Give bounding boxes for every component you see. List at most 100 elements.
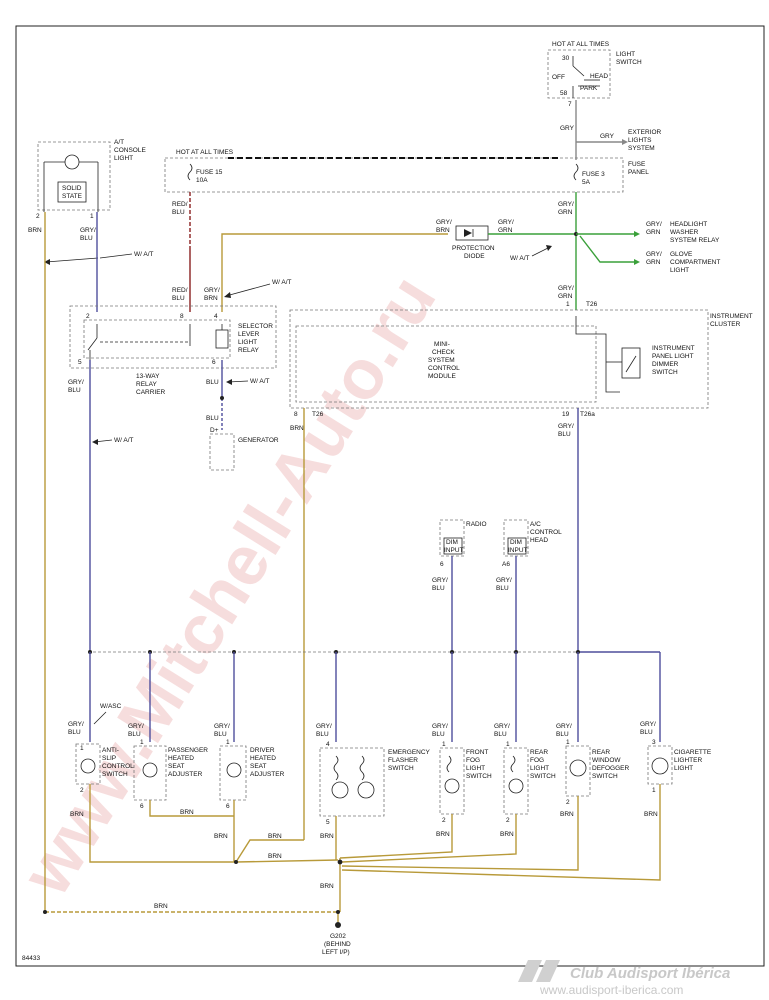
svg-text:SEAT: SEAT xyxy=(168,763,185,770)
svg-text:SLIP: SLIP xyxy=(102,755,116,762)
svg-text:13-WAY: 13-WAY xyxy=(136,373,160,380)
svg-text:1: 1 xyxy=(652,787,656,794)
svg-text:BRN: BRN xyxy=(436,831,450,838)
svg-text:SWITCH: SWITCH xyxy=(652,369,678,376)
svg-text:W/ASC: W/ASC xyxy=(100,703,122,710)
svg-text:GRY/: GRY/ xyxy=(496,577,512,584)
wire-label: BLU xyxy=(172,209,185,216)
svg-text:30: 30 xyxy=(562,55,570,62)
wire-label: BLU xyxy=(172,295,185,302)
svg-text:GRY/: GRY/ xyxy=(214,723,230,730)
svg-text:1: 1 xyxy=(80,745,84,752)
svg-text:EMERGENCY: EMERGENCY xyxy=(388,749,431,756)
light-switch: HOT AT ALL TIMES LIGHT SWITCH 30 58 OFF … xyxy=(547,41,642,108)
svg-text:6: 6 xyxy=(440,561,444,568)
relay-out-wat-note: W/ A/T xyxy=(92,437,134,445)
ground-wiring xyxy=(43,784,661,922)
lamp-icon xyxy=(357,781,375,799)
diode-wat-note: W/ A/T xyxy=(510,245,552,262)
headlight-washer-branch: GRY/ GRN HEADLIGHT WASHER SYSTEM RELAY xyxy=(576,221,720,244)
svg-text:7: 7 xyxy=(568,101,572,108)
svg-text:ADJUSTER: ADJUSTER xyxy=(168,771,203,778)
svg-text:GRY: GRY xyxy=(600,133,615,140)
driver-heated-seat-adjuster: GRY/ BLU 1 DRIVER HEATED SEAT ADJUSTER 6 xyxy=(214,723,285,810)
svg-text:1: 1 xyxy=(140,739,144,746)
svg-text:W/ A/T: W/ A/T xyxy=(250,378,270,385)
svg-text:5: 5 xyxy=(78,359,82,366)
console-light: A/T CONSOLE LIGHT SOLID STATE 2 1 BRN GR… xyxy=(28,139,146,242)
svg-text:SYSTEM RELAY: SYSTEM RELAY xyxy=(670,237,720,244)
wire-label: BRN xyxy=(268,833,282,840)
splice xyxy=(220,396,224,400)
svg-text:REAR: REAR xyxy=(592,749,610,756)
lamp-icon xyxy=(508,778,524,794)
lamp-icon xyxy=(142,762,158,778)
svg-text:4: 4 xyxy=(326,741,330,748)
svg-text:HEAD: HEAD xyxy=(590,73,608,80)
svg-text:PROTECTION: PROTECTION xyxy=(452,245,495,252)
svg-text:LIGHTS: LIGHTS xyxy=(628,137,652,144)
wire-grybrn xyxy=(221,233,448,312)
svg-text:6: 6 xyxy=(226,803,230,810)
svg-text:T26a: T26a xyxy=(580,411,595,418)
svg-text:GRY/: GRY/ xyxy=(498,219,514,226)
svg-text:BLU: BLU xyxy=(214,731,227,738)
svg-text:DIM: DIM xyxy=(510,539,522,546)
svg-text:SEAT: SEAT xyxy=(250,763,267,770)
svg-text:A/C: A/C xyxy=(530,521,541,528)
svg-text:CONSOLE: CONSOLE xyxy=(114,147,146,154)
svg-text:BLU: BLU xyxy=(206,415,219,422)
svg-text:BRN: BRN xyxy=(560,811,574,818)
svg-text:CONTROL: CONTROL xyxy=(530,529,562,536)
svg-text:DEFOGGER: DEFOGGER xyxy=(592,765,630,772)
svg-text:BRN: BRN xyxy=(70,811,84,818)
emergency-flasher-switch: GRY/ BLU 4 EMERGENCY FLASHER SWITCH 5 BR… xyxy=(316,723,431,840)
svg-text:T26: T26 xyxy=(586,301,598,308)
ground-g202: G202 (BEHIND LEFT I/P) xyxy=(322,922,351,956)
svg-text:EXTERIOR: EXTERIOR xyxy=(628,129,662,136)
svg-text:SWITCH: SWITCH xyxy=(530,773,556,780)
svg-text:58: 58 xyxy=(560,90,568,97)
wire-label: BRN xyxy=(204,295,218,302)
wire-label: GRY/ xyxy=(558,285,574,292)
svg-text:WINDOW: WINDOW xyxy=(592,757,621,764)
svg-text:GRY/: GRY/ xyxy=(494,723,510,730)
svg-text:3: 3 xyxy=(652,739,656,746)
svg-text:BLU: BLU xyxy=(494,731,507,738)
svg-text:LIGHT: LIGHT xyxy=(674,765,693,772)
svg-text:GRY/: GRY/ xyxy=(432,723,448,730)
wire-label: BRN xyxy=(268,853,282,860)
relay-wat-note: W/ A/T xyxy=(224,279,292,298)
svg-text:W/ A/T: W/ A/T xyxy=(272,279,292,286)
svg-text:GRN: GRN xyxy=(646,259,661,266)
svg-text:PANEL: PANEL xyxy=(628,169,649,176)
svg-text:SYSTEM: SYSTEM xyxy=(628,145,655,152)
svg-text:LIGHT: LIGHT xyxy=(466,765,485,772)
svg-text:2: 2 xyxy=(86,313,90,320)
svg-text:5: 5 xyxy=(326,819,330,826)
svg-text:GRY/: GRY/ xyxy=(80,227,96,234)
svg-text:DIODE: DIODE xyxy=(464,253,485,260)
instrument-cluster: INSTRUMENT CLUSTER T26 1 MINI- CHECK SYS… xyxy=(289,301,753,418)
wire-label: GRN xyxy=(558,293,573,300)
wire-label: BRN xyxy=(214,833,228,840)
svg-text:2: 2 xyxy=(442,817,446,824)
svg-text:HOT AT ALL TIMES: HOT AT ALL TIMES xyxy=(176,149,234,156)
wire-label: GRY/ xyxy=(204,287,220,294)
svg-text:GRY/: GRY/ xyxy=(436,219,452,226)
svg-text:PASSENGER: PASSENGER xyxy=(168,747,208,754)
svg-text:A/T: A/T xyxy=(114,139,124,146)
svg-text:1: 1 xyxy=(90,213,94,220)
svg-text:RADIO: RADIO xyxy=(466,521,487,528)
svg-text:CLUSTER: CLUSTER xyxy=(710,321,741,328)
svg-text:BRN: BRN xyxy=(436,227,450,234)
generator: BLU D+ GENERATOR xyxy=(206,415,279,471)
svg-text:Club Audisport Ibérica: Club Audisport Ibérica xyxy=(570,965,730,982)
svg-text:ANTI-: ANTI- xyxy=(102,747,119,754)
footer-url: www.audisport-iberica.com xyxy=(539,983,683,997)
svg-text:COMPARTMENT: COMPARTMENT xyxy=(670,259,720,266)
club-logo: Club Audisport Ibérica xyxy=(518,960,730,982)
rear-fog-light-switch: GRY/ BLU 1 REAR FOG LIGHT SWITCH 2 BRN xyxy=(494,723,556,838)
svg-text:HEATED: HEATED xyxy=(250,755,276,762)
wire-label: BRN xyxy=(154,903,168,910)
